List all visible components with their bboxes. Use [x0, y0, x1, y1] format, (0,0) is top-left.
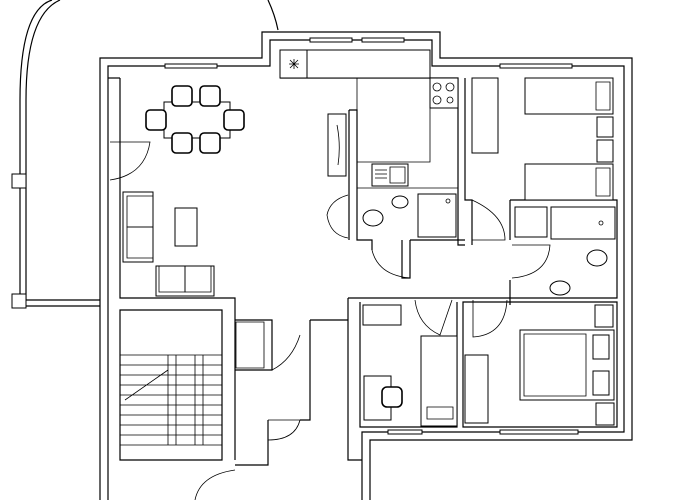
window: [165, 64, 217, 68]
coffee-table: [175, 208, 197, 246]
toilet: [363, 210, 383, 226]
cabinet: [236, 322, 264, 368]
balcony-post: [12, 294, 26, 308]
door-swing: [272, 320, 300, 370]
balcony: [12, 0, 278, 308]
window: [388, 430, 422, 434]
extractor-icon: [289, 59, 299, 69]
bedroom-master: [465, 305, 614, 425]
nightstand: [595, 305, 613, 327]
dining-set: [146, 86, 244, 153]
wardrobe: [465, 355, 488, 423]
door-swing: [472, 200, 505, 240]
shelf: [363, 305, 401, 325]
bedroom-study: [363, 305, 457, 426]
wc: [363, 194, 456, 237]
pillow: [593, 371, 609, 395]
door-swing: [268, 420, 300, 440]
windows: [165, 38, 578, 434]
kitchen-counter: [357, 78, 430, 162]
chair: [146, 110, 166, 130]
nightstand: [597, 117, 613, 137]
window: [310, 38, 352, 42]
burner-icon: [446, 83, 454, 91]
nightstand: [597, 140, 613, 162]
chair: [172, 86, 192, 106]
door-swing: [415, 300, 452, 335]
door-swing: [512, 245, 550, 278]
door-swing: [473, 300, 507, 337]
window: [500, 64, 572, 68]
bathtub: [551, 207, 615, 239]
door-swing: [195, 470, 235, 500]
chair: [382, 387, 402, 407]
bathroom: [515, 207, 615, 295]
chair: [200, 86, 220, 106]
burner-icon: [433, 83, 441, 91]
kitchen-island: [328, 114, 346, 176]
stove: [430, 78, 458, 108]
living-area: [123, 192, 214, 296]
window: [362, 38, 404, 42]
doors: [110, 142, 550, 500]
toilet: [587, 250, 607, 266]
washbasin: [392, 196, 408, 208]
door-swing: [372, 250, 410, 278]
burner-icon: [447, 97, 453, 103]
door-swing: [110, 142, 150, 180]
chair: [224, 110, 244, 130]
cabinet: [515, 207, 547, 237]
bedroom-twin: [472, 78, 613, 200]
burner-icon: [433, 96, 441, 104]
single-bed: [421, 336, 457, 426]
single-bed: [525, 164, 613, 200]
washbasin: [550, 281, 570, 295]
window: [500, 430, 578, 434]
staircase: [120, 322, 264, 445]
pillow: [593, 335, 609, 359]
single-bed: [525, 78, 613, 114]
chair: [172, 133, 192, 153]
chair: [200, 133, 220, 153]
balcony-post: [12, 174, 26, 188]
door-swing: [327, 195, 348, 238]
wardrobe: [472, 78, 498, 153]
kitchen: [280, 50, 458, 188]
dining-table: [164, 102, 230, 138]
nightstand: [596, 403, 614, 425]
